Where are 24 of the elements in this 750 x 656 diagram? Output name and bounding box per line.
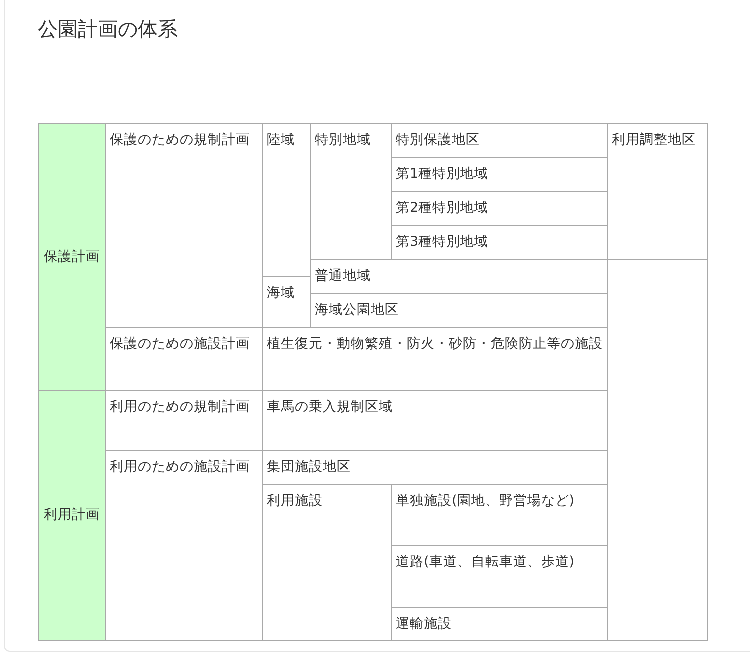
cell-text: 利用のための規制計画: [110, 399, 250, 415]
cell-text: 普通地域: [315, 268, 371, 284]
cell-text: 保護のための施設計画: [110, 336, 250, 352]
row-header: 保護計画: [44, 248, 100, 266]
cell-text: 道路(車道、自転車道、歩道): [396, 554, 575, 570]
cell-text: 利用調整地区: [612, 132, 696, 148]
cell-text: 第2種特別地域: [396, 200, 489, 216]
cell-text: 集団施設地区: [267, 459, 351, 475]
cell-text: 陸域: [267, 132, 295, 148]
cell-text: 運輸施設: [396, 616, 452, 632]
cell-text: 特別保護地区: [396, 132, 480, 148]
row-header: 利用計画: [44, 506, 100, 525]
title: 公園計画の体系: [38, 16, 178, 43]
cell-text: 植生復元・動物繁殖・防火・砂防・危険防止等の施設: [267, 336, 603, 352]
cell-text: 第1種特別地域: [396, 166, 489, 182]
cell-text: 利用のための施設計画: [110, 459, 250, 475]
cell-text: 海域: [267, 285, 295, 301]
cell-text: 海域公園地区: [315, 302, 399, 318]
cell-text: 第3種特別地域: [396, 234, 489, 250]
cell-text: 単独施設(園地、野営場など): [396, 493, 575, 509]
cell-text: 利用施設: [267, 493, 323, 509]
cell-text: 車馬の乗入規制区域: [267, 399, 393, 415]
cell-text: 特別地域: [315, 132, 371, 148]
cell-text: 保護のための規制計画: [110, 132, 250, 148]
